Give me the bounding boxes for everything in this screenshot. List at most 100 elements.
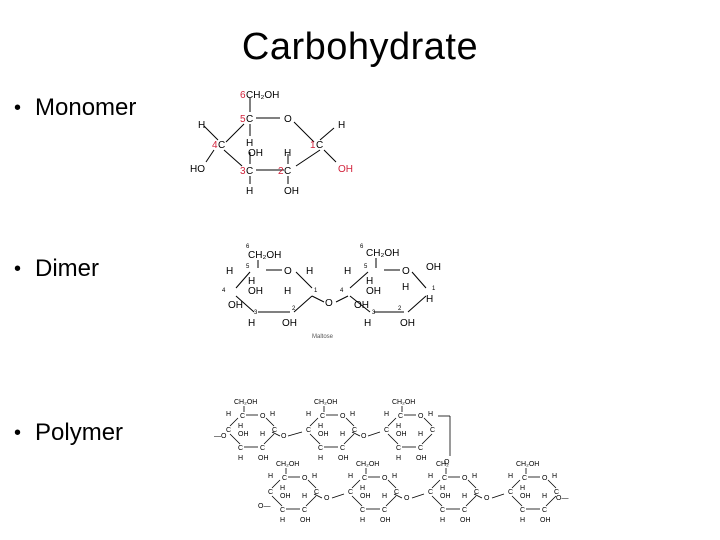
ring-number: 4 (212, 140, 218, 151)
carbon-label: C (430, 427, 435, 434)
bond-line (511, 479, 521, 489)
carbon-label: C (396, 445, 401, 452)
ring-oxygen-label: O (340, 413, 346, 420)
h-label: H (418, 431, 423, 438)
h-label: H (318, 423, 323, 430)
carbon-label: C (474, 489, 479, 496)
bullet-label-polymer: Polymer (35, 419, 124, 446)
bullet-label-dimer: Dimer (35, 255, 100, 282)
slide-title: Carbohydrate (241, 26, 479, 68)
ring-number: 1 (310, 140, 316, 151)
ch2-label: CH₂OH (276, 461, 299, 468)
h-label: H (520, 485, 525, 492)
carbon-number: 6 (360, 244, 364, 250)
carbon-label: C (226, 427, 231, 434)
h-label: H (462, 493, 467, 500)
bond-line (547, 479, 557, 489)
h-label: H (270, 411, 275, 418)
carbon-label: C (522, 475, 527, 482)
ring-oxygen-label: O (402, 266, 410, 277)
h-label: H (284, 286, 291, 297)
ring-oxygen-label: O (284, 266, 292, 277)
carbon-label: C (398, 413, 403, 420)
bond-line (511, 495, 523, 507)
ch2oh-label: CH₂OH (248, 250, 281, 261)
bond-line (431, 495, 443, 507)
carbon-number: 2 (292, 306, 296, 312)
glycosidic-oxygen-label: —O (214, 433, 227, 440)
bullet-polymer: • Polymer (14, 419, 123, 447)
h-label: H (246, 186, 253, 197)
carbon-number: 3 (372, 310, 376, 316)
bond-line (393, 493, 403, 499)
h-label: H (284, 148, 291, 159)
h-label: H (246, 138, 253, 149)
bond-line (385, 495, 397, 507)
ring-oxygen-label: O (284, 114, 292, 125)
h-label: H (402, 282, 409, 293)
ch2-label: CH₂OH (234, 399, 257, 406)
h-label: H (392, 473, 397, 480)
carbon-label: C (394, 489, 399, 496)
oh-label: OH (416, 455, 427, 462)
bond-line (263, 433, 275, 445)
ho-label: HO (190, 164, 205, 175)
carbon-label: C (272, 427, 277, 434)
carbon-number: 3 (254, 310, 258, 316)
bond-line (351, 431, 361, 437)
ch2-label: CH₂OH (314, 399, 337, 406)
h-label: H (508, 473, 513, 480)
maltose-caption: Maltose (312, 334, 334, 340)
glycosidic-oxygen-label: O— (258, 503, 270, 510)
carbon-label: C (284, 166, 291, 177)
carbon-label: C (520, 507, 525, 514)
oh-label: OH (318, 431, 329, 438)
carbon-number: 5 (364, 264, 368, 270)
carbon-label: C (260, 445, 265, 452)
oh-label: OH (440, 493, 451, 500)
bond-line (411, 493, 425, 499)
h-label: H (366, 276, 373, 287)
carbon-label: C (302, 507, 307, 514)
glycosidic-oxygen-label: O (324, 495, 330, 502)
carbon-label: C (282, 475, 287, 482)
oh-label: OH (282, 318, 297, 329)
h-label: H (428, 411, 433, 418)
h-label: H (248, 318, 255, 329)
h-label: H (198, 120, 205, 131)
oh-label: OH (338, 164, 353, 175)
oh-label: OH (540, 517, 551, 524)
oh-label: OH (238, 431, 249, 438)
ring-number: 2 (278, 166, 284, 177)
carbon-label: C (240, 413, 245, 420)
bond-line (229, 433, 241, 445)
ring-oxygen-label: O (418, 413, 424, 420)
carbon-number: 1 (432, 286, 436, 292)
bullet-label-monomer: Monomer (35, 94, 137, 121)
h-label: H (306, 266, 313, 277)
h-label: H (440, 517, 445, 524)
bond-line (343, 433, 355, 445)
bond-line (307, 479, 317, 489)
h-label: H (360, 485, 365, 492)
h-label: H (382, 493, 387, 500)
ring-number: 6 (240, 90, 246, 101)
oh-label: OH (460, 517, 471, 524)
glycosidic-oxygen-label: O (325, 298, 333, 309)
bullet-dot: • (14, 257, 22, 280)
h-label: H (384, 411, 389, 418)
oh-label: OH (426, 262, 441, 273)
bond-line (271, 431, 281, 437)
oh-label: OH (258, 455, 269, 462)
bond-line (491, 493, 505, 499)
h-label: H (542, 493, 547, 500)
glycosidic-oxygen-label: O (281, 433, 287, 440)
oh-label: OH (400, 318, 415, 329)
h-label: H (360, 517, 365, 524)
h-label: H (280, 517, 285, 524)
glycosidic-oxygen-label: O— (556, 495, 568, 502)
glycosidic-oxygen-label: O (444, 459, 450, 466)
glycosidic-oxygen-label: O (484, 495, 490, 502)
bond-line (367, 431, 381, 437)
ch2-label: CH₂OH (356, 461, 379, 468)
